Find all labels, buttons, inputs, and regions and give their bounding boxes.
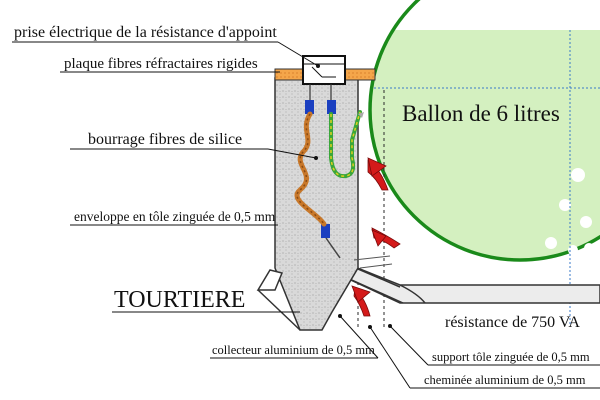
leader-lines bbox=[12, 41, 600, 389]
label-collecteur: collecteur aluminium de 0,5 mm bbox=[212, 343, 375, 357]
label-cheminee: cheminée aluminium de 0,5 mm bbox=[424, 373, 586, 387]
label-resistance: résistance de 750 VA bbox=[445, 314, 580, 331]
enveloppe-body bbox=[274, 77, 359, 331]
leader-dots bbox=[314, 64, 392, 329]
cheminee-tube bbox=[324, 256, 600, 304]
airflow-arrows bbox=[351, 157, 401, 317]
label-prise: prise électrique de la résistance d'appo… bbox=[14, 24, 277, 41]
connector-icon bbox=[305, 100, 336, 238]
airflow-arrows-top bbox=[353, 255, 393, 269]
label-plaque: plaque fibres réfractaires rigides bbox=[64, 56, 258, 72]
label-ballon: Ballon de 6 litres bbox=[402, 101, 560, 126]
earth-wire bbox=[329, 110, 362, 179]
label-tourtiere: TOURTIERE bbox=[114, 287, 245, 313]
label-support: support tôle zinguée de 0,5 mm bbox=[432, 350, 590, 364]
tourtiere-flap bbox=[256, 269, 284, 291]
label-bourrage: bourrage fibres de silice bbox=[88, 131, 242, 148]
connector-leads bbox=[309, 84, 332, 100]
label-enveloppe: enveloppe en tôle zinguée de 0,5 mm bbox=[74, 209, 276, 224]
